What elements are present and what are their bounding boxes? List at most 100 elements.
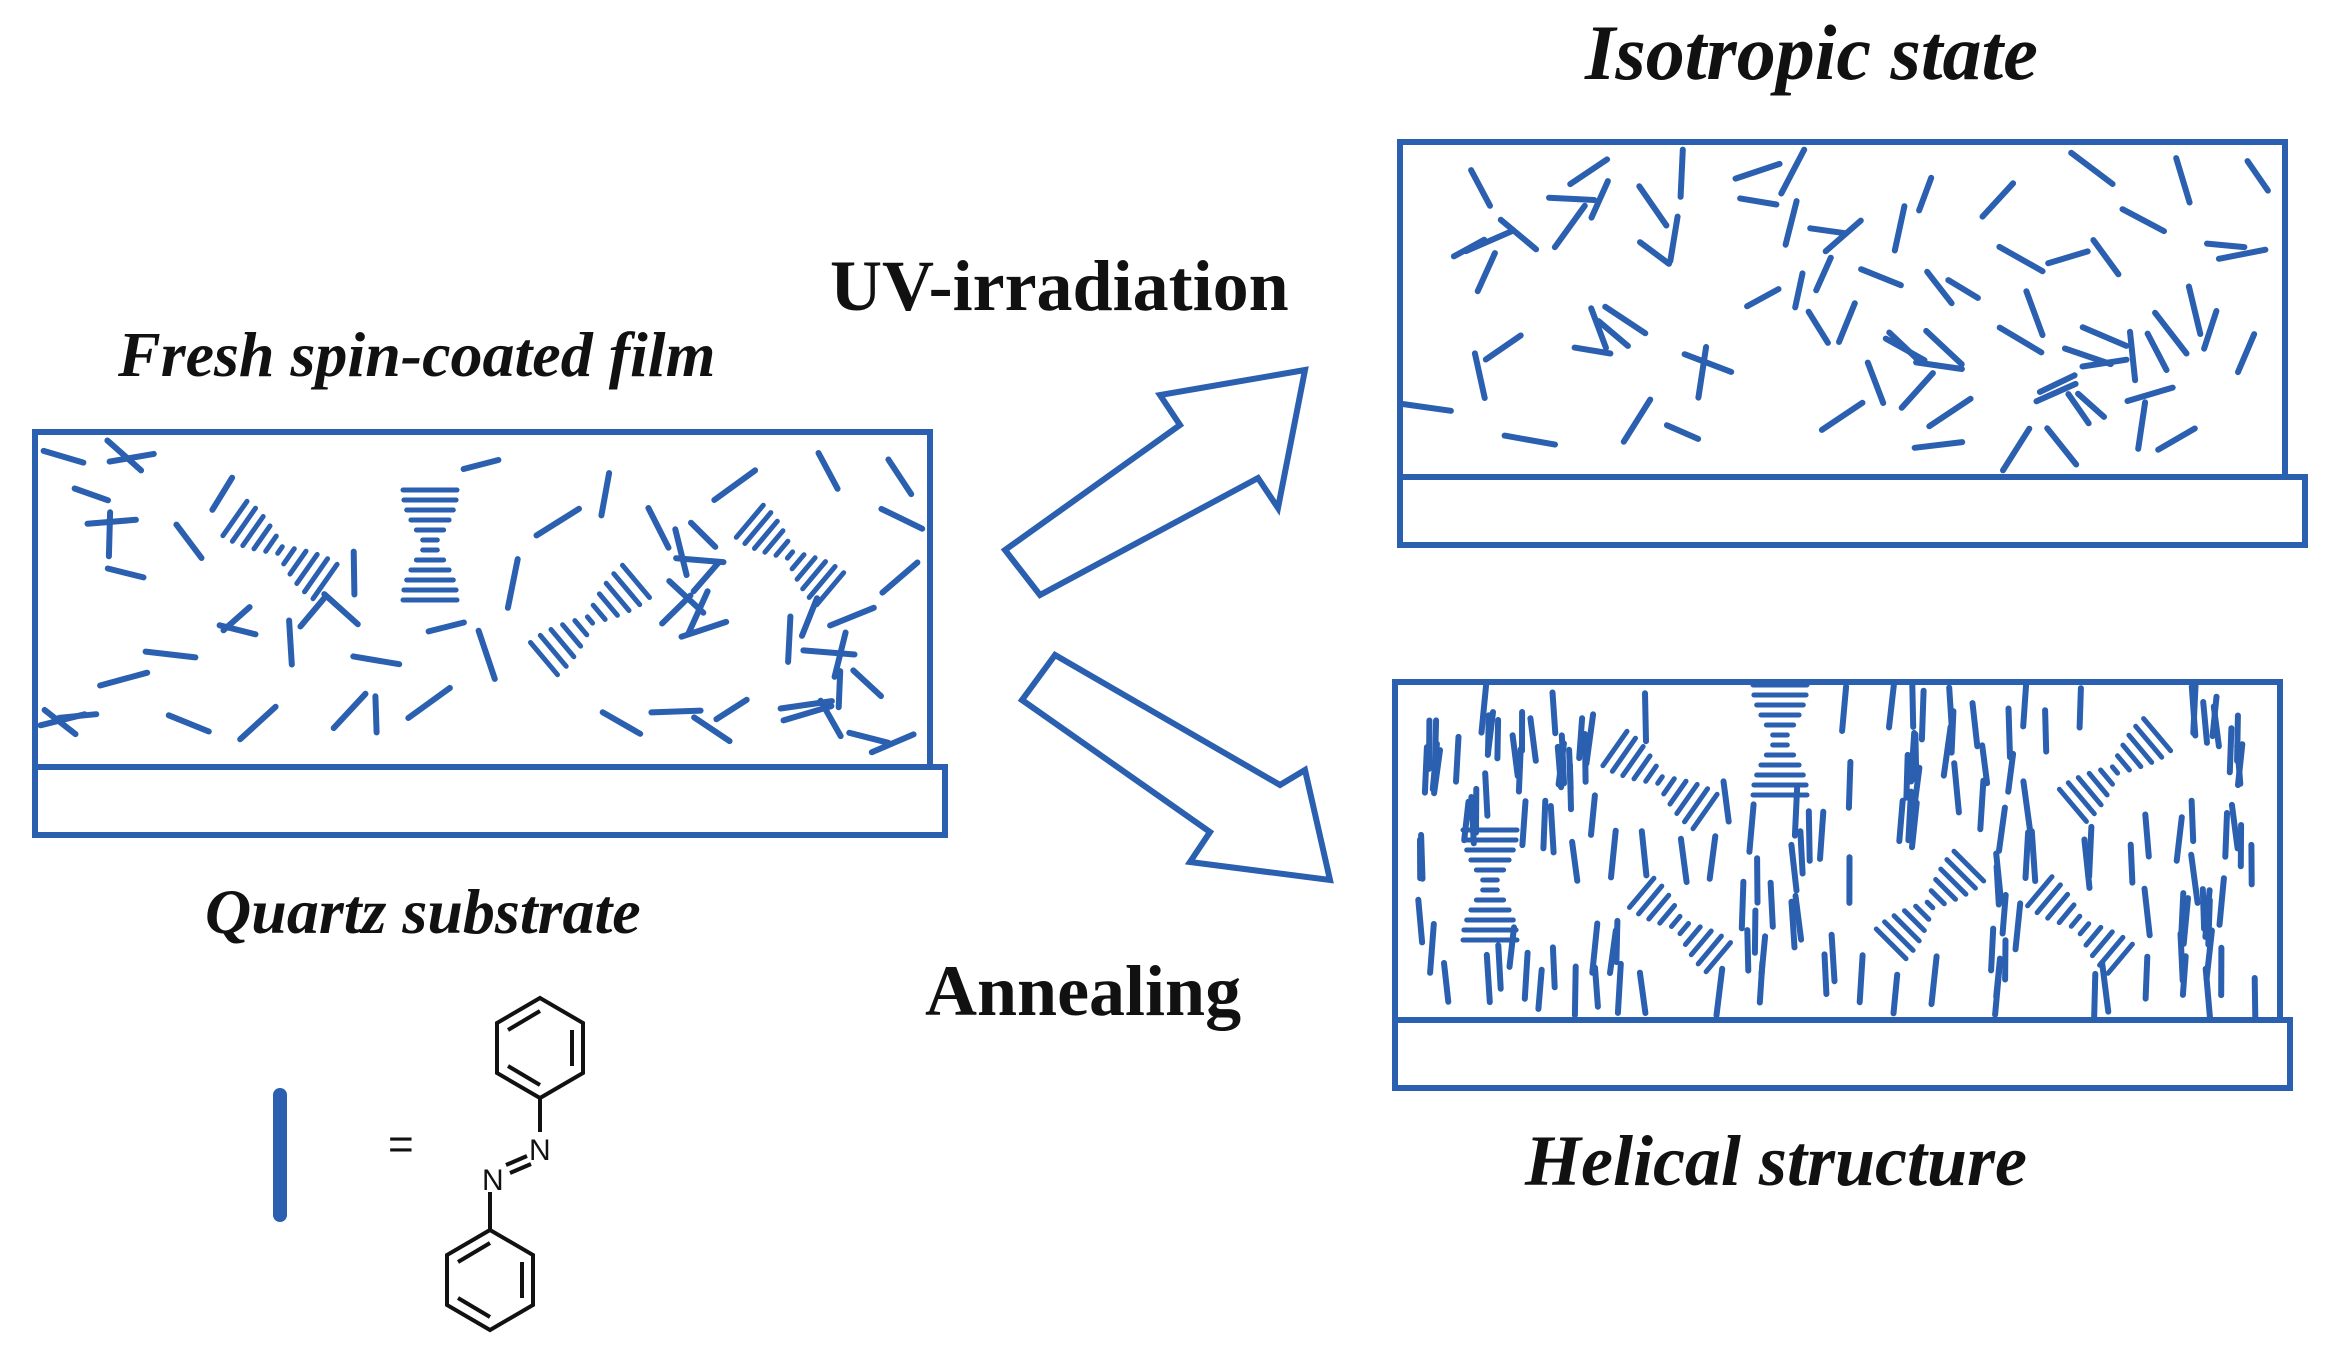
rod-icon: [1538, 970, 1541, 1009]
azo-nitrogen-lower: N: [482, 1164, 504, 1197]
rod-icon: [1685, 354, 1732, 372]
rod-icon: [2203, 702, 2207, 743]
rod-icon: [1832, 935, 1835, 982]
rod-icon: [1525, 953, 1528, 999]
helix-rod-icon: [2059, 789, 2086, 821]
rod-icon: [464, 460, 499, 469]
rod-icon: [1640, 973, 1646, 1013]
rod-icon: [2026, 832, 2029, 878]
rod-icon: [146, 652, 196, 658]
helical-structure-label: Helical structure: [1525, 1120, 2027, 1203]
rod-icon: [1433, 744, 1437, 789]
rod-icon: [1681, 839, 1687, 882]
rod-icon: [1786, 201, 1797, 245]
rod-icon: [1681, 150, 1683, 197]
helix-rod-icon: [1658, 777, 1663, 784]
rod-icon: [1616, 921, 1617, 962]
rod-icon: [2023, 781, 2030, 829]
azo-double-bond-b: [510, 1164, 531, 1173]
rod-icon: [1471, 797, 1473, 843]
rod-icon: [1670, 217, 1677, 262]
rod-icon: [1551, 806, 1554, 852]
rod-icon: [1553, 693, 1556, 734]
fresh-quartz-substrate: [35, 767, 945, 835]
rod-icon: [1456, 737, 1459, 782]
rod-icon: [110, 454, 154, 462]
rod-icon: [1478, 253, 1495, 291]
uv-arrow: [1005, 370, 1305, 595]
rod-icon: [429, 623, 464, 632]
annealing-arrow: [1022, 655, 1330, 880]
rod-icon: [1982, 745, 1987, 783]
azobenzene-structure-icon: [447, 998, 583, 1330]
rod-icon: [2000, 328, 2042, 353]
rod-icon: [1640, 242, 1669, 264]
helix-rod-icon: [1685, 927, 1700, 945]
rod-icon: [1980, 781, 1983, 830]
helix-rod-icon: [1954, 851, 1984, 881]
rod-icon: [1579, 718, 1582, 758]
rod-icon: [601, 473, 609, 515]
isotropic-rods: [1402, 150, 2268, 471]
rod-icon: [1645, 693, 1646, 741]
rod-icon: [1487, 955, 1490, 1002]
rod-icon: [676, 558, 723, 562]
rod-icon: [1894, 975, 1898, 1014]
rod-icon: [1444, 963, 1448, 1002]
rod-icon: [2237, 716, 2238, 761]
rod-icon: [1747, 930, 1748, 971]
rod-icon: [1849, 762, 1851, 808]
helix-rod-icon: [2118, 756, 2130, 770]
isotropic-film-box: [1400, 142, 2285, 477]
rod-icon: [108, 569, 144, 578]
rod-icon: [2230, 728, 2232, 772]
rod-icon: [1595, 968, 1598, 1007]
rod-icon: [375, 696, 376, 732]
rod-icon: [1861, 269, 1901, 285]
rod-icon: [1486, 336, 1521, 360]
rod-icon: [2225, 813, 2227, 857]
rod-icon: [2032, 831, 2035, 881]
rod-icon: [1402, 404, 1451, 411]
rod-icon: [675, 529, 686, 575]
rod-icon: [1760, 963, 1763, 1003]
rod-icon: [75, 489, 108, 501]
helix-rod-icon: [792, 555, 804, 569]
azo-nitrogen-upper: N: [529, 1134, 551, 1167]
rod-icon: [1895, 206, 1905, 250]
rod-icon: [1915, 734, 1916, 780]
rod-icon: [1822, 403, 1863, 430]
rod-icon: [1800, 831, 1802, 873]
rod-icon: [2131, 845, 2133, 883]
fresh-film-panel: [35, 432, 945, 835]
rod-icon: [1543, 801, 1545, 849]
rod-icon: [1549, 198, 1594, 200]
rod-icon: [2083, 360, 2127, 367]
isotropic-state-label: Isotropic state: [1585, 8, 2038, 98]
rod-icon: [694, 562, 719, 591]
rod-icon: [830, 608, 874, 626]
helix-rod-icon: [736, 505, 763, 537]
helix-rod-icon: [1672, 916, 1681, 926]
rod-icon: [1698, 347, 1706, 398]
rod-icon: [479, 631, 495, 679]
rod-icon: [1742, 882, 1744, 929]
rod-icon: [2047, 428, 2076, 464]
rod-icon: [2130, 332, 2135, 380]
helix-rod-icon: [1885, 922, 1914, 951]
rod-icon: [2232, 805, 2238, 849]
annealing-label: Annealing: [925, 950, 1241, 1033]
rod-icon: [1927, 272, 1951, 303]
rod-icon: [1710, 836, 1716, 879]
rod-icon: [1839, 303, 1855, 342]
rod-icon: [1485, 773, 1487, 815]
rod-icon: [2071, 153, 2112, 184]
rod-icon: [1570, 159, 1607, 184]
rod-icon: [1642, 831, 1647, 875]
rod-icon: [1513, 735, 1518, 776]
helix-rod-icon: [1931, 891, 1944, 904]
rod-icon: [537, 509, 580, 536]
rod-icon: [2048, 251, 2088, 263]
rod-icon: [1795, 273, 1802, 307]
helix-rod-icon: [1947, 860, 1976, 889]
